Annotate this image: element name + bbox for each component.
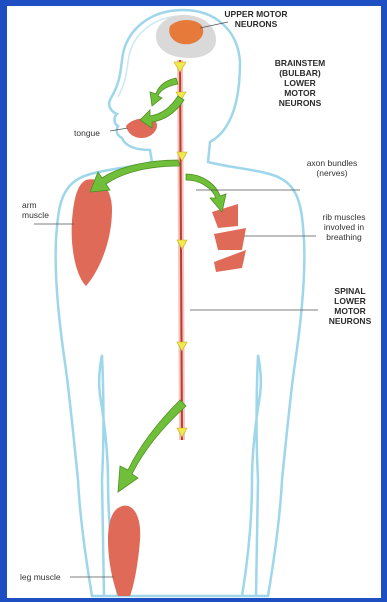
label-brainstem-neurons: BRAINSTEM (BULBAR) LOWER MOTOR NEURONS xyxy=(250,58,350,108)
label-tongue: tongue xyxy=(74,128,114,138)
label-leg-muscle: leg muscle xyxy=(20,572,80,582)
label-upper-motor-neurons: UPPER MOTOR NEURONS xyxy=(206,9,306,29)
label-axon-bundles: axon bundles (nerves) xyxy=(292,158,372,178)
label-arm-muscle: arm muscle xyxy=(22,200,62,220)
label-rib-muscles: rib muscles involved in breathing xyxy=(304,212,384,242)
label-spinal-lower-motor-neurons: SPINAL LOWER MOTOR NEURONS xyxy=(318,286,382,326)
